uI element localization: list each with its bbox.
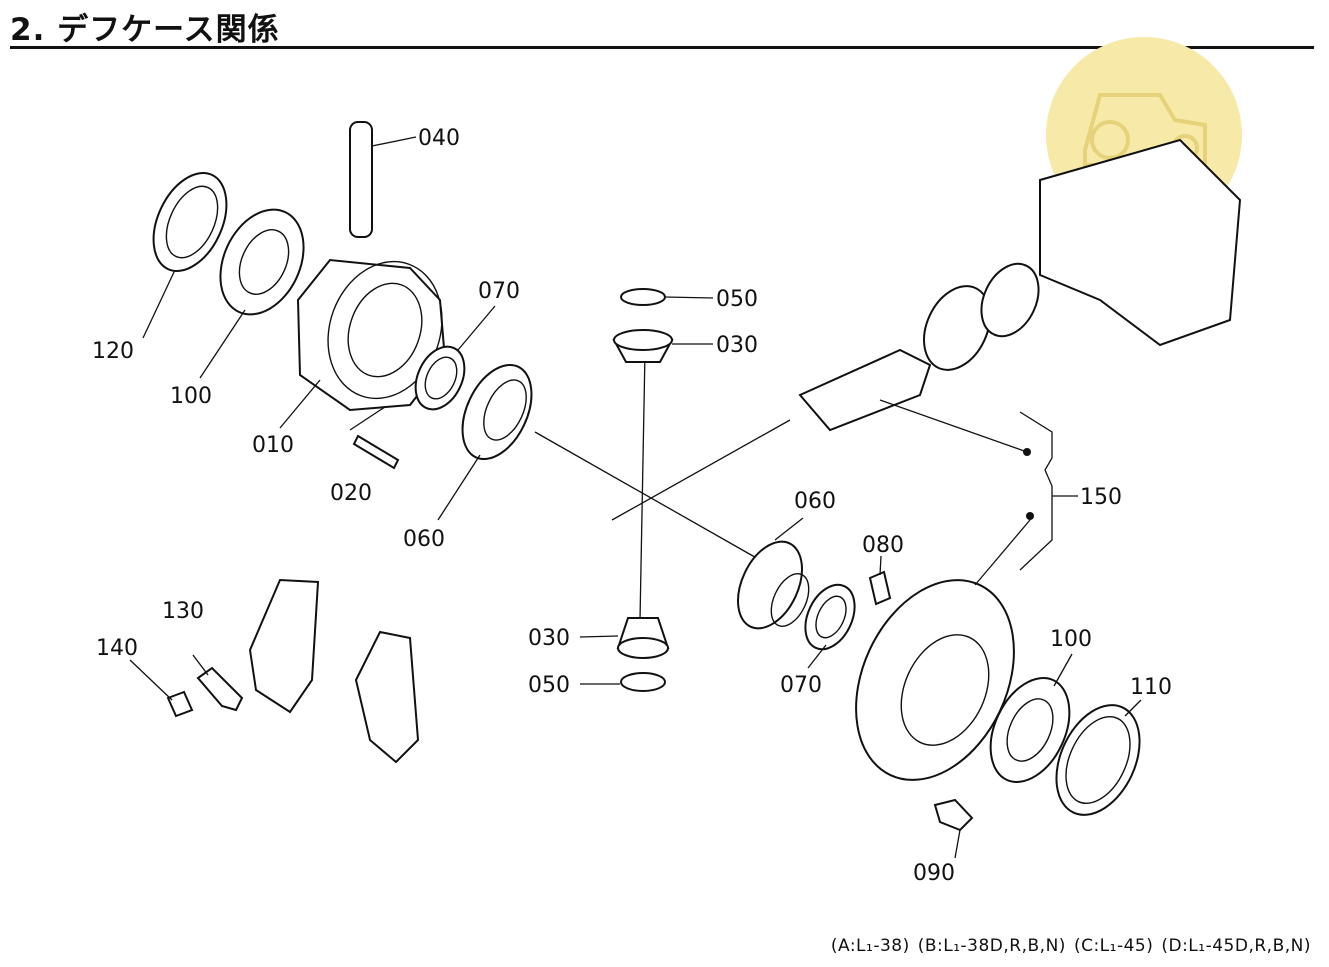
part-090-bolt[interactable]	[933, 798, 974, 832]
label-040: 040	[418, 126, 460, 151]
part-130-plate[interactable]	[196, 666, 244, 712]
part-070-washer-left[interactable]	[406, 339, 474, 417]
label-050-bottom: 050	[528, 673, 570, 698]
model-b: (B:L₁-38D,R,B,N)	[917, 936, 1066, 956]
label-050-top: 050	[716, 287, 758, 312]
part-060-gear-left[interactable]	[449, 354, 546, 470]
label-100-left: 100	[170, 384, 212, 409]
part-050-washer-bottom[interactable]	[620, 672, 666, 692]
part-100-bearing-right[interactable]	[975, 665, 1085, 794]
part-bracket-lower	[354, 630, 420, 764]
model-a: (A:L₁-38)	[830, 936, 910, 956]
label-120: 120	[92, 339, 134, 364]
part-110-shim[interactable]	[1040, 692, 1156, 828]
label-010: 010	[252, 433, 294, 458]
label-060-right: 060	[794, 489, 836, 514]
label-080: 080	[862, 533, 904, 558]
label-030-top: 030	[716, 333, 758, 358]
model-d: (D:L₁-45D,R,B,N)	[1161, 936, 1311, 956]
label-110: 110	[1130, 675, 1172, 700]
model-applicability-note: (A:L₁-38) (B:L₁-38D,R,B,N) (C:L₁-45) (D:L₁-…	[823, 936, 1311, 956]
part-080-pin[interactable]	[868, 570, 892, 606]
label-070-left: 070	[478, 279, 520, 304]
page-title: 2. デフケース関係	[10, 12, 280, 48]
part-050-washer-top[interactable]	[620, 288, 666, 306]
part-070-washer-right[interactable]	[796, 577, 865, 657]
label-100-right: 100	[1050, 627, 1092, 652]
part-140-bolt[interactable]	[166, 690, 194, 718]
label-130: 130	[162, 599, 204, 624]
label-060-left: 060	[403, 527, 445, 552]
model-c: (C:L₁-45)	[1073, 936, 1154, 956]
part-060-gear-right[interactable]	[725, 531, 816, 638]
label-070-right: 070	[780, 673, 822, 698]
part-040-shaft[interactable]	[349, 121, 373, 238]
part-020-pin[interactable]	[352, 434, 400, 470]
part-100-bearing[interactable]	[204, 196, 319, 328]
label-020: 020	[330, 481, 372, 506]
label-150: 150	[1080, 485, 1122, 510]
part-030-pinion-bottom[interactable]	[616, 617, 670, 659]
title-underline	[10, 46, 1314, 49]
label-030-bottom: 030	[528, 626, 570, 651]
part-bracket-upper	[248, 578, 320, 714]
part-030-pinion-top[interactable]	[612, 329, 674, 363]
part-120-ring[interactable]	[139, 161, 241, 282]
part-150-pinion-shaft[interactable]	[798, 348, 932, 432]
label-140: 140	[96, 636, 138, 661]
leader-lines	[129, 136, 1142, 859]
part-housing-top-right	[1039, 138, 1242, 347]
label-090: 090	[913, 861, 955, 886]
part-bearing-top-right	[923, 262, 1040, 371]
